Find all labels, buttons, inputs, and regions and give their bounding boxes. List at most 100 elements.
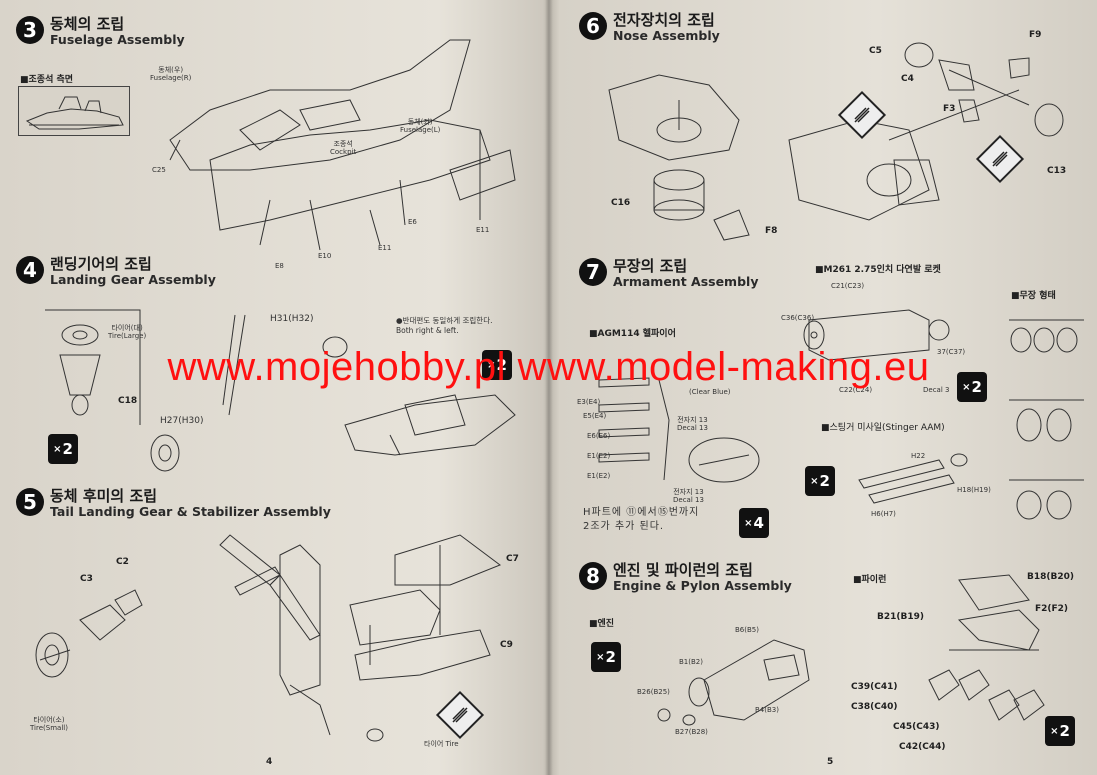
label-b1: B1(B2): [679, 658, 703, 666]
step-6-header: 6 전자장치의 조립 Nose Assembly: [579, 11, 720, 44]
pylon-drawing: [928, 574, 1045, 721]
label-c38: C38(C40): [851, 702, 898, 712]
label-e11-b: E11: [476, 226, 490, 234]
label-c21: C21(C23): [831, 282, 865, 290]
label-c4: C4: [901, 74, 914, 84]
step-number: 6: [579, 12, 607, 40]
step-title-ko: 랜딩기어의 조립: [50, 255, 152, 273]
step-title-en: Nose Assembly: [613, 28, 720, 44]
label-b4: B4(B3): [755, 706, 779, 714]
step-title-ko: 무장의 조립: [613, 257, 688, 275]
label-h18: H18(H19): [957, 486, 991, 494]
multiplier-badge: ×2: [482, 350, 512, 380]
label-c5: C5: [869, 46, 882, 56]
label-b6: B6(B5): [735, 626, 759, 634]
step-title-en: Fuselage Assembly: [50, 32, 185, 48]
pylon-label: ■파이런: [853, 575, 887, 585]
step-number: 5: [16, 488, 44, 516]
label-cockpit: 조종석 Cockpit: [330, 140, 357, 157]
label-c25: C25: [152, 166, 166, 174]
label-e11-a: E11: [378, 244, 392, 252]
label-b18: B18(B20): [1027, 572, 1074, 582]
label-h22: H22: [911, 452, 926, 460]
step-title-ko: 엔진 및 파이런의 조립: [613, 561, 753, 579]
label-e6: E6: [408, 218, 417, 226]
cockpit-side-inset: [18, 86, 130, 136]
m261-label: ■M261 2.75인치 다연발 로켓: [815, 265, 941, 275]
step-title-en: Tail Landing Gear & Stabilizer Assembly: [50, 504, 331, 520]
step-number: 3: [16, 16, 44, 44]
step-5-header: 5 동체 후미의 조립 Tail Landing Gear & Stabiliz…: [16, 487, 331, 520]
label-f2: F2(F2): [1035, 604, 1069, 614]
step-title-ko: 동체 후미의 조립: [50, 487, 158, 505]
step-title-en: Armament Assembly: [613, 274, 759, 290]
nose-drawing: [608, 74, 750, 241]
multiplier-badge: ×2: [805, 466, 835, 496]
stinger-label: ■스팅거 미사일(Stinger AAM): [821, 423, 945, 433]
step-8-header: 8 엔진 및 파이런의 조립 Engine & Pylon Assembly: [579, 561, 792, 594]
label-h6: H6(H7): [871, 510, 896, 518]
rocket-pod-drawing: [803, 309, 950, 361]
label-c37: 37(C37): [937, 348, 966, 356]
step-3-header: 3 동체의 조립 Fuselage Assembly: [16, 15, 185, 48]
label-e5: E5(E4): [583, 412, 607, 420]
label-h27: H27(H30): [160, 416, 204, 426]
label-c7: C7: [506, 554, 519, 564]
label-f9: F9: [1029, 30, 1042, 40]
both-sides-note: ●반대편도 동일하게 조립한다. Both right & left.: [396, 316, 493, 335]
cement-icon: [975, 134, 1025, 184]
gear-install-drawing: [222, 314, 516, 456]
hellfire-drawing: [598, 377, 760, 483]
step-title-ko: 전자장치의 조립: [613, 11, 715, 29]
label-e1: E1(E2): [587, 452, 611, 460]
step-title-ko: 동체의 조립: [50, 15, 125, 33]
label-clear-blue: (Clear Blue): [689, 388, 731, 396]
label-b21: B21(B19): [877, 612, 924, 622]
fuselage-drawing: [169, 39, 516, 251]
right-page: 6 전자장치의 조립 Nose Assembly C16 F8: [549, 0, 1097, 775]
label-c2: C2: [116, 557, 129, 567]
step-title-en: Engine & Pylon Assembly: [613, 578, 792, 594]
label-c13: C13: [1047, 166, 1067, 176]
engine-drawing: [657, 639, 810, 726]
left-page: 3 동체의 조립 Fuselage Assembly ■조종석 측면: [0, 0, 548, 775]
label-c45: C45(C43): [893, 722, 940, 732]
stinger-drawing: [858, 453, 968, 504]
step-title-en: Landing Gear Assembly: [50, 272, 216, 288]
watermark: www.mojehobby.pl www.model-making.eu: [167, 345, 930, 389]
label-f3: F3: [943, 104, 956, 114]
label-c36: C36(C36): [781, 314, 815, 322]
multiplier-badge: ×4: [739, 508, 769, 538]
step-7-header: 7 무장의 조립 Armament Assembly: [579, 257, 759, 290]
label-h31: H31(H32): [270, 314, 314, 324]
multiplier-badge: ×2: [48, 434, 78, 464]
label-c22: C22(C24): [839, 386, 873, 394]
step-number: 8: [579, 562, 607, 590]
page-number: 4: [266, 757, 273, 767]
label-b27: B27(B28): [675, 728, 708, 736]
multiplier-badge: ×2: [1045, 716, 1075, 746]
label-tire: 타이어 Tire: [424, 740, 459, 748]
h-parts-note: H파트에 ⑪에서⑮번까지 2조가 추가 된다.: [583, 507, 700, 532]
label-e6: E6(E6): [587, 432, 611, 440]
step-number: 7: [579, 258, 607, 286]
label-e2: E1(E2): [587, 472, 611, 480]
weapon-forms-drawing: [1009, 319, 1084, 520]
label-tire-small: 타이어(소) Tire(Small): [30, 716, 68, 733]
label-c9: C9: [500, 640, 513, 650]
label-f8: F8: [765, 226, 778, 236]
page-fold: [545, 0, 553, 775]
label-decal13-b: 전자지 13 Decal 13: [673, 488, 704, 505]
cockpit-side-label: ■조종석 측면: [20, 75, 74, 85]
landing-gear-drawing: [45, 309, 180, 472]
label-b26: B26(B25): [637, 688, 670, 696]
label-c3: C3: [80, 574, 93, 584]
tail-wheel-drawing: [35, 589, 143, 678]
multiplier-badge: ×2: [591, 642, 621, 672]
multiplier-badge: ×2: [957, 372, 987, 402]
page-number: 5: [827, 757, 834, 767]
label-e10: E10: [318, 252, 332, 260]
sensor-turret-drawing: [788, 42, 1064, 221]
step-number: 4: [16, 256, 44, 284]
